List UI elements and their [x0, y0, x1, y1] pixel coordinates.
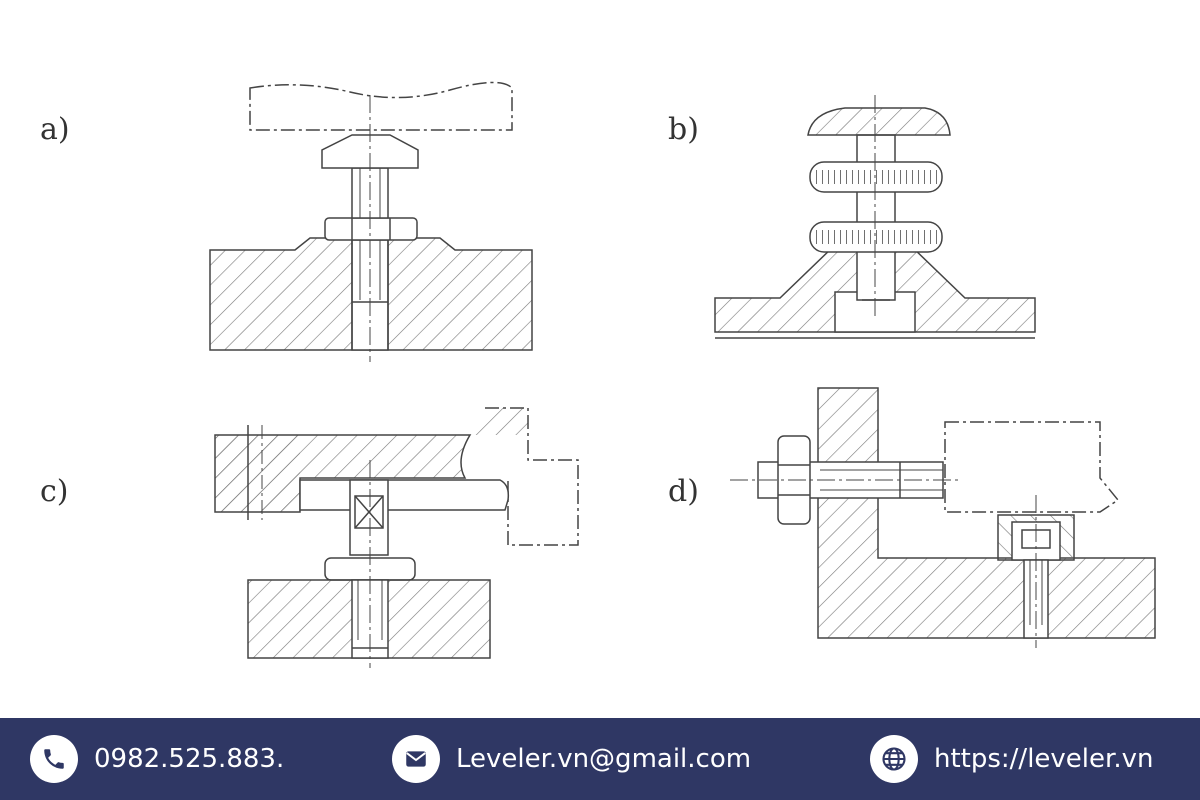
- drawing-a: [209, 81, 533, 362]
- label-a: a): [40, 112, 70, 147]
- label-c: c): [40, 474, 69, 509]
- mechanical-drawings: [209, 81, 1156, 668]
- diagram-area: a) b) c) d): [40, 81, 1156, 668]
- phone-icon: [30, 735, 78, 783]
- email-contact[interactable]: Leveler.vn@gmail.com: [392, 735, 751, 783]
- drawing-c: [214, 407, 579, 668]
- envelope-icon: [392, 735, 440, 783]
- drawing-b: [714, 95, 1036, 339]
- email-address: Leveler.vn@gmail.com: [456, 744, 752, 774]
- label-b: b): [668, 112, 699, 147]
- drawing-d: [730, 387, 1156, 648]
- contact-footer: 0982.525.883. Leveler.vn@gmail.com https…: [0, 718, 1200, 800]
- globe-icon: [870, 735, 918, 783]
- phone-number: 0982.525.883.: [94, 744, 285, 774]
- label-d: d): [668, 474, 699, 509]
- phone-contact[interactable]: 0982.525.883.: [30, 735, 284, 783]
- website-contact[interactable]: https://leveler.vn: [870, 735, 1153, 783]
- website-url: https://leveler.vn: [934, 744, 1154, 774]
